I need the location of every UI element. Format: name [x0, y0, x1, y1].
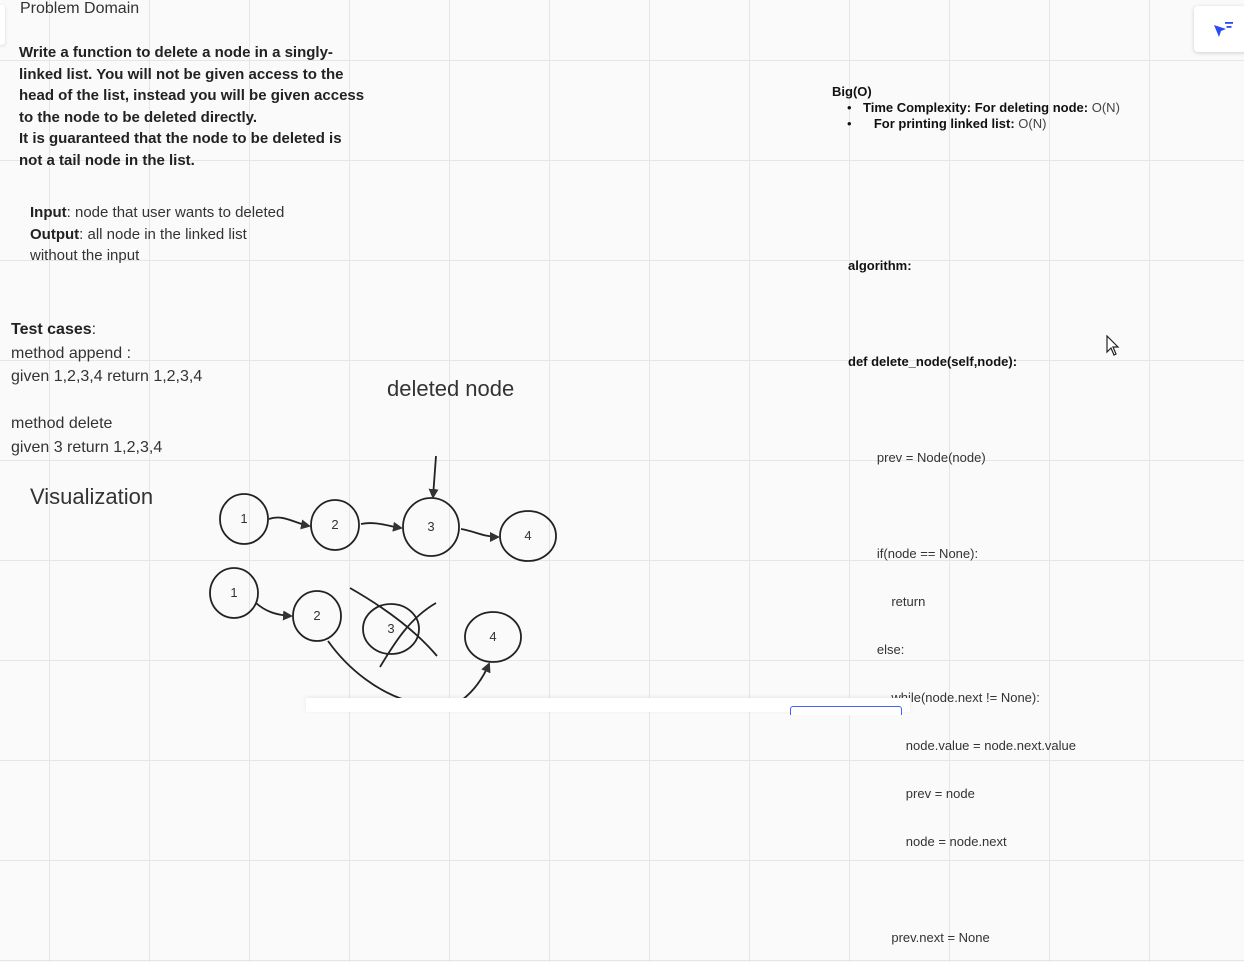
arrow[interactable] [268, 516, 311, 530]
code-line: else: [848, 642, 905, 657]
test-cases-heading-suffix: : [91, 321, 97, 338]
code-line [848, 402, 1076, 418]
pointer-arrow[interactable] [428, 455, 439, 499]
code-line: return [848, 594, 926, 609]
code-line: if(node == None): [848, 546, 979, 561]
algorithm-heading: algorithm: [848, 258, 912, 273]
big-o-item: Time Complexity: For deleting node: O(N) [847, 100, 1120, 116]
code-line: prev.next = None [848, 930, 990, 945]
linked-list-diagram: 1 2 3 4 1 2 3 4 [209, 455, 557, 701]
problem-statement: Write a function to delete a node in a s… [19, 42, 369, 172]
left-panel-handle[interactable] [0, 5, 5, 45]
big-o-list: Time Complexity: For deleting node: O(N)… [832, 100, 1120, 132]
bypass-arrow[interactable] [327, 640, 489, 701]
big-o-item-label: Time Complexity: For deleting node: [863, 100, 1089, 115]
node-label: 1 [240, 511, 247, 526]
node-label: 1 [230, 585, 237, 600]
algorithm-note: algorithm: def delete_node(self,node): p… [848, 226, 1076, 962]
test-cases-heading-label: Test cases [11, 321, 92, 338]
arrow[interactable] [360, 521, 403, 532]
node-label: 4 [524, 528, 531, 543]
big-o-item-value: O(N) [1014, 116, 1047, 131]
test-line: given 3 return 1,2,3,4 [11, 438, 163, 456]
code-line: prev = node [848, 786, 975, 801]
code-line: node = node.next [848, 834, 1007, 849]
big-o-heading: Big(O) [832, 84, 872, 99]
big-o-note: Big(O) Time Complexity: For deleting nod… [832, 84, 1120, 132]
problem-line: Write a function to delete a node in a s… [19, 44, 365, 126]
code-line: node.value = node.next.value [848, 738, 1077, 753]
input-label: Input [30, 204, 67, 221]
cursor-filter-icon [1214, 22, 1233, 37]
algorithm-signature: def delete_node(self,node): [848, 354, 1018, 369]
input-output: Input: node that user wants to deleted O… [30, 202, 290, 267]
test-cases-heading: Test cases: [11, 318, 202, 342]
code-line [848, 882, 1076, 898]
problem-domain-title: Problem Domain [20, 0, 140, 17]
code-line: while(node.next != None): [848, 690, 1040, 705]
big-o-item-value: O(N) [1088, 100, 1120, 115]
cursor-filter-button[interactable] [1194, 6, 1244, 52]
node-circle[interactable] [292, 590, 342, 642]
deleted-node-title: deleted node [387, 376, 515, 401]
node-label: 2 [313, 608, 320, 623]
output-text: : all node in the linked list without th… [30, 225, 247, 265]
node-circle[interactable] [362, 603, 420, 655]
node-circle[interactable] [209, 567, 259, 619]
output-line: Output: all node in the linked list with… [30, 224, 290, 267]
test-cases: Test cases: method append : given 1,2,3,… [11, 318, 202, 459]
node-circle[interactable] [310, 499, 360, 551]
node-label: 3 [427, 519, 434, 534]
node-label: 3 [387, 621, 394, 636]
input-line: Input: node that user wants to deleted [30, 202, 290, 224]
visualization-title: Visualization [30, 484, 154, 509]
test-line: method delete [11, 415, 113, 432]
test-line: given 1,2,3,4 return 1,2,3,4 [11, 368, 203, 385]
strike-mark[interactable] [349, 587, 438, 657]
node-circle[interactable] [499, 510, 557, 562]
mouse-cursor-icon [1106, 335, 1120, 356]
strike-mark[interactable] [379, 602, 437, 668]
node-label: 4 [489, 629, 496, 644]
big-o-item: For printing linked list: O(N) [847, 116, 1120, 132]
code-line: prev = Node(node) [848, 450, 986, 465]
bottom-toolbar-button[interactable] [790, 706, 902, 715]
problem-line: It is guaranteed that the node to be del… [19, 130, 342, 169]
input-text: : node that user wants to deleted [66, 204, 285, 221]
output-label: Output [30, 225, 80, 243]
code-line-blank [848, 306, 1076, 322]
node-label: 2 [331, 517, 338, 532]
arrow[interactable] [255, 602, 293, 621]
bottom-toolbar [306, 698, 910, 712]
arrow[interactable] [460, 528, 500, 542]
code-line [848, 498, 1076, 514]
big-o-item-label: For printing linked list: [863, 116, 1015, 131]
test-line: method append : [11, 344, 132, 362]
node-circle[interactable] [219, 493, 269, 545]
